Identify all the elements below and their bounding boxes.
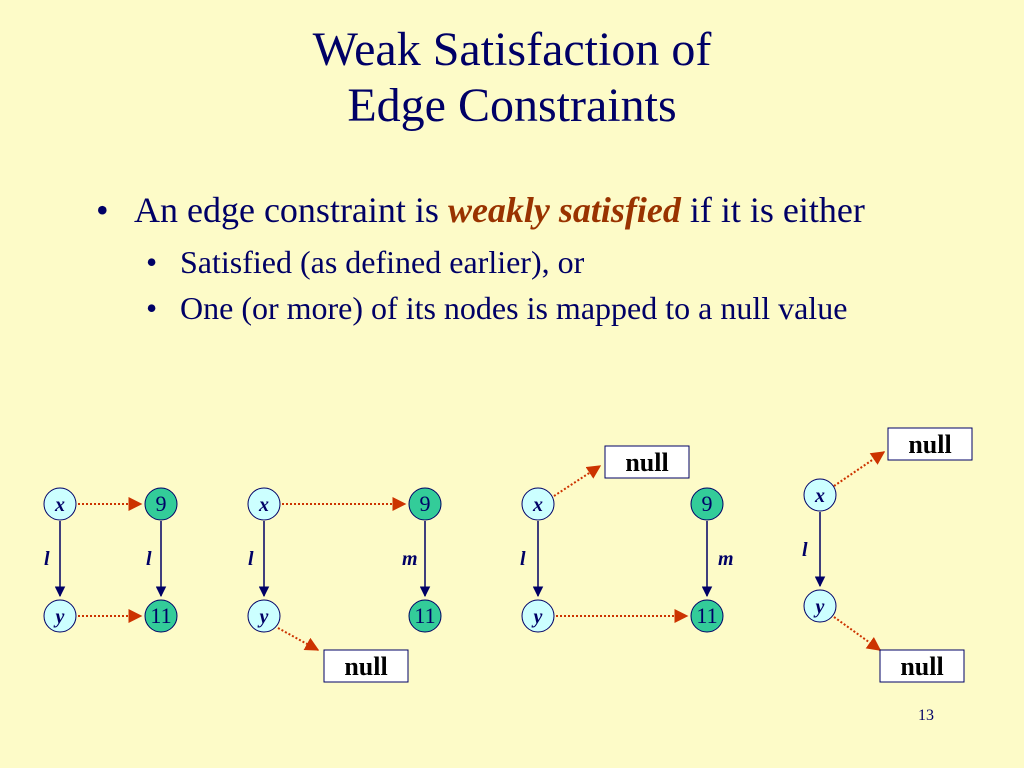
node-value-bottom <box>408 599 442 633</box>
bullet-list: •An edge constraint is weakly satisfied … <box>96 188 976 328</box>
bullet-dot: • <box>146 290 158 326</box>
node-value-top <box>690 487 724 521</box>
diagram-3: x y 9 11 l m null <box>520 445 734 633</box>
bullet-main-suffix: if it is either <box>680 190 865 230</box>
title-line-2: Edge Constraints <box>347 79 677 132</box>
node-x <box>521 487 555 521</box>
null-box <box>604 445 690 479</box>
node-y-label: y <box>532 606 543 628</box>
node-value-bottom-label: 11 <box>150 603 171 628</box>
edge-label-right: l <box>146 548 152 570</box>
null-label: null <box>625 448 668 477</box>
sub-bullet-2: • One (or more) of its nodes is mapped to… <box>96 288 976 328</box>
mapping-arrow-x-null <box>553 465 602 497</box>
node-y <box>521 599 555 633</box>
diagram-4: x y l null null <box>802 427 973 683</box>
node-y-label: y <box>814 596 825 618</box>
node-value-top-label: 9 <box>420 491 431 516</box>
node-x <box>803 478 837 512</box>
edge-label-left: l <box>802 539 808 561</box>
edge-label-right: m <box>718 548 734 570</box>
diagram-2: x y 9 11 l m null <box>247 487 442 683</box>
edge-label-left: l <box>248 548 254 570</box>
node-x-label: x <box>814 485 825 507</box>
null-label-top: null <box>908 430 951 459</box>
node-x <box>247 487 281 521</box>
node-value-bottom <box>690 599 724 633</box>
slide-title: Weak Satisfaction of Edge Constraints <box>0 22 1024 134</box>
node-y <box>247 599 281 633</box>
node-value-top <box>408 487 442 521</box>
page-number: 13 <box>918 707 934 724</box>
node-value-top-label: 9 <box>156 491 167 516</box>
null-box <box>323 649 409 683</box>
null-label-bottom: null <box>900 652 943 681</box>
node-y-label: y <box>258 606 269 628</box>
node-x-label: x <box>54 494 65 516</box>
node-value-bottom <box>144 599 178 633</box>
bullet-dot: • <box>146 244 158 280</box>
node-value-top-label: 9 <box>702 491 713 516</box>
edge-label-left: l <box>520 548 526 570</box>
edge-label-right: m <box>402 548 418 570</box>
node-y <box>43 599 77 633</box>
title-line-1: Weak Satisfaction of <box>312 23 712 76</box>
edge-label-left: l <box>44 548 50 570</box>
sub-bullet-1-text: Satisfied (as defined earlier), or <box>180 244 585 280</box>
bullet-main-emphasis: weakly satisfied <box>447 190 681 230</box>
node-value-bottom-label: 11 <box>696 603 717 628</box>
bullet-main-prefix: An edge constraint is <box>134 190 448 230</box>
node-value-top <box>144 487 178 521</box>
null-box-bottom <box>879 649 965 683</box>
mapping-arrow-y-null <box>277 627 320 651</box>
mapping-arrow-x-null <box>833 451 886 487</box>
diagram-1: x y 9 11 l l <box>43 487 178 633</box>
bullet-dot: • <box>96 190 109 230</box>
mapping-arrow-y-null <box>833 616 882 651</box>
null-label: null <box>344 652 387 681</box>
sub-bullet-1: • Satisfied (as defined earlier), or <box>96 242 976 282</box>
null-box-top <box>887 427 973 461</box>
node-x <box>43 487 77 521</box>
bullet-main: •An edge constraint is weakly satisfied … <box>96 188 976 232</box>
node-x-label: x <box>532 494 543 516</box>
node-y <box>803 589 837 623</box>
node-y-label: y <box>54 606 65 628</box>
sub-bullet-2-text: One (or more) of its nodes is mapped to … <box>180 290 848 326</box>
node-value-bottom-label: 11 <box>414 603 435 628</box>
node-x-label: x <box>258 494 269 516</box>
